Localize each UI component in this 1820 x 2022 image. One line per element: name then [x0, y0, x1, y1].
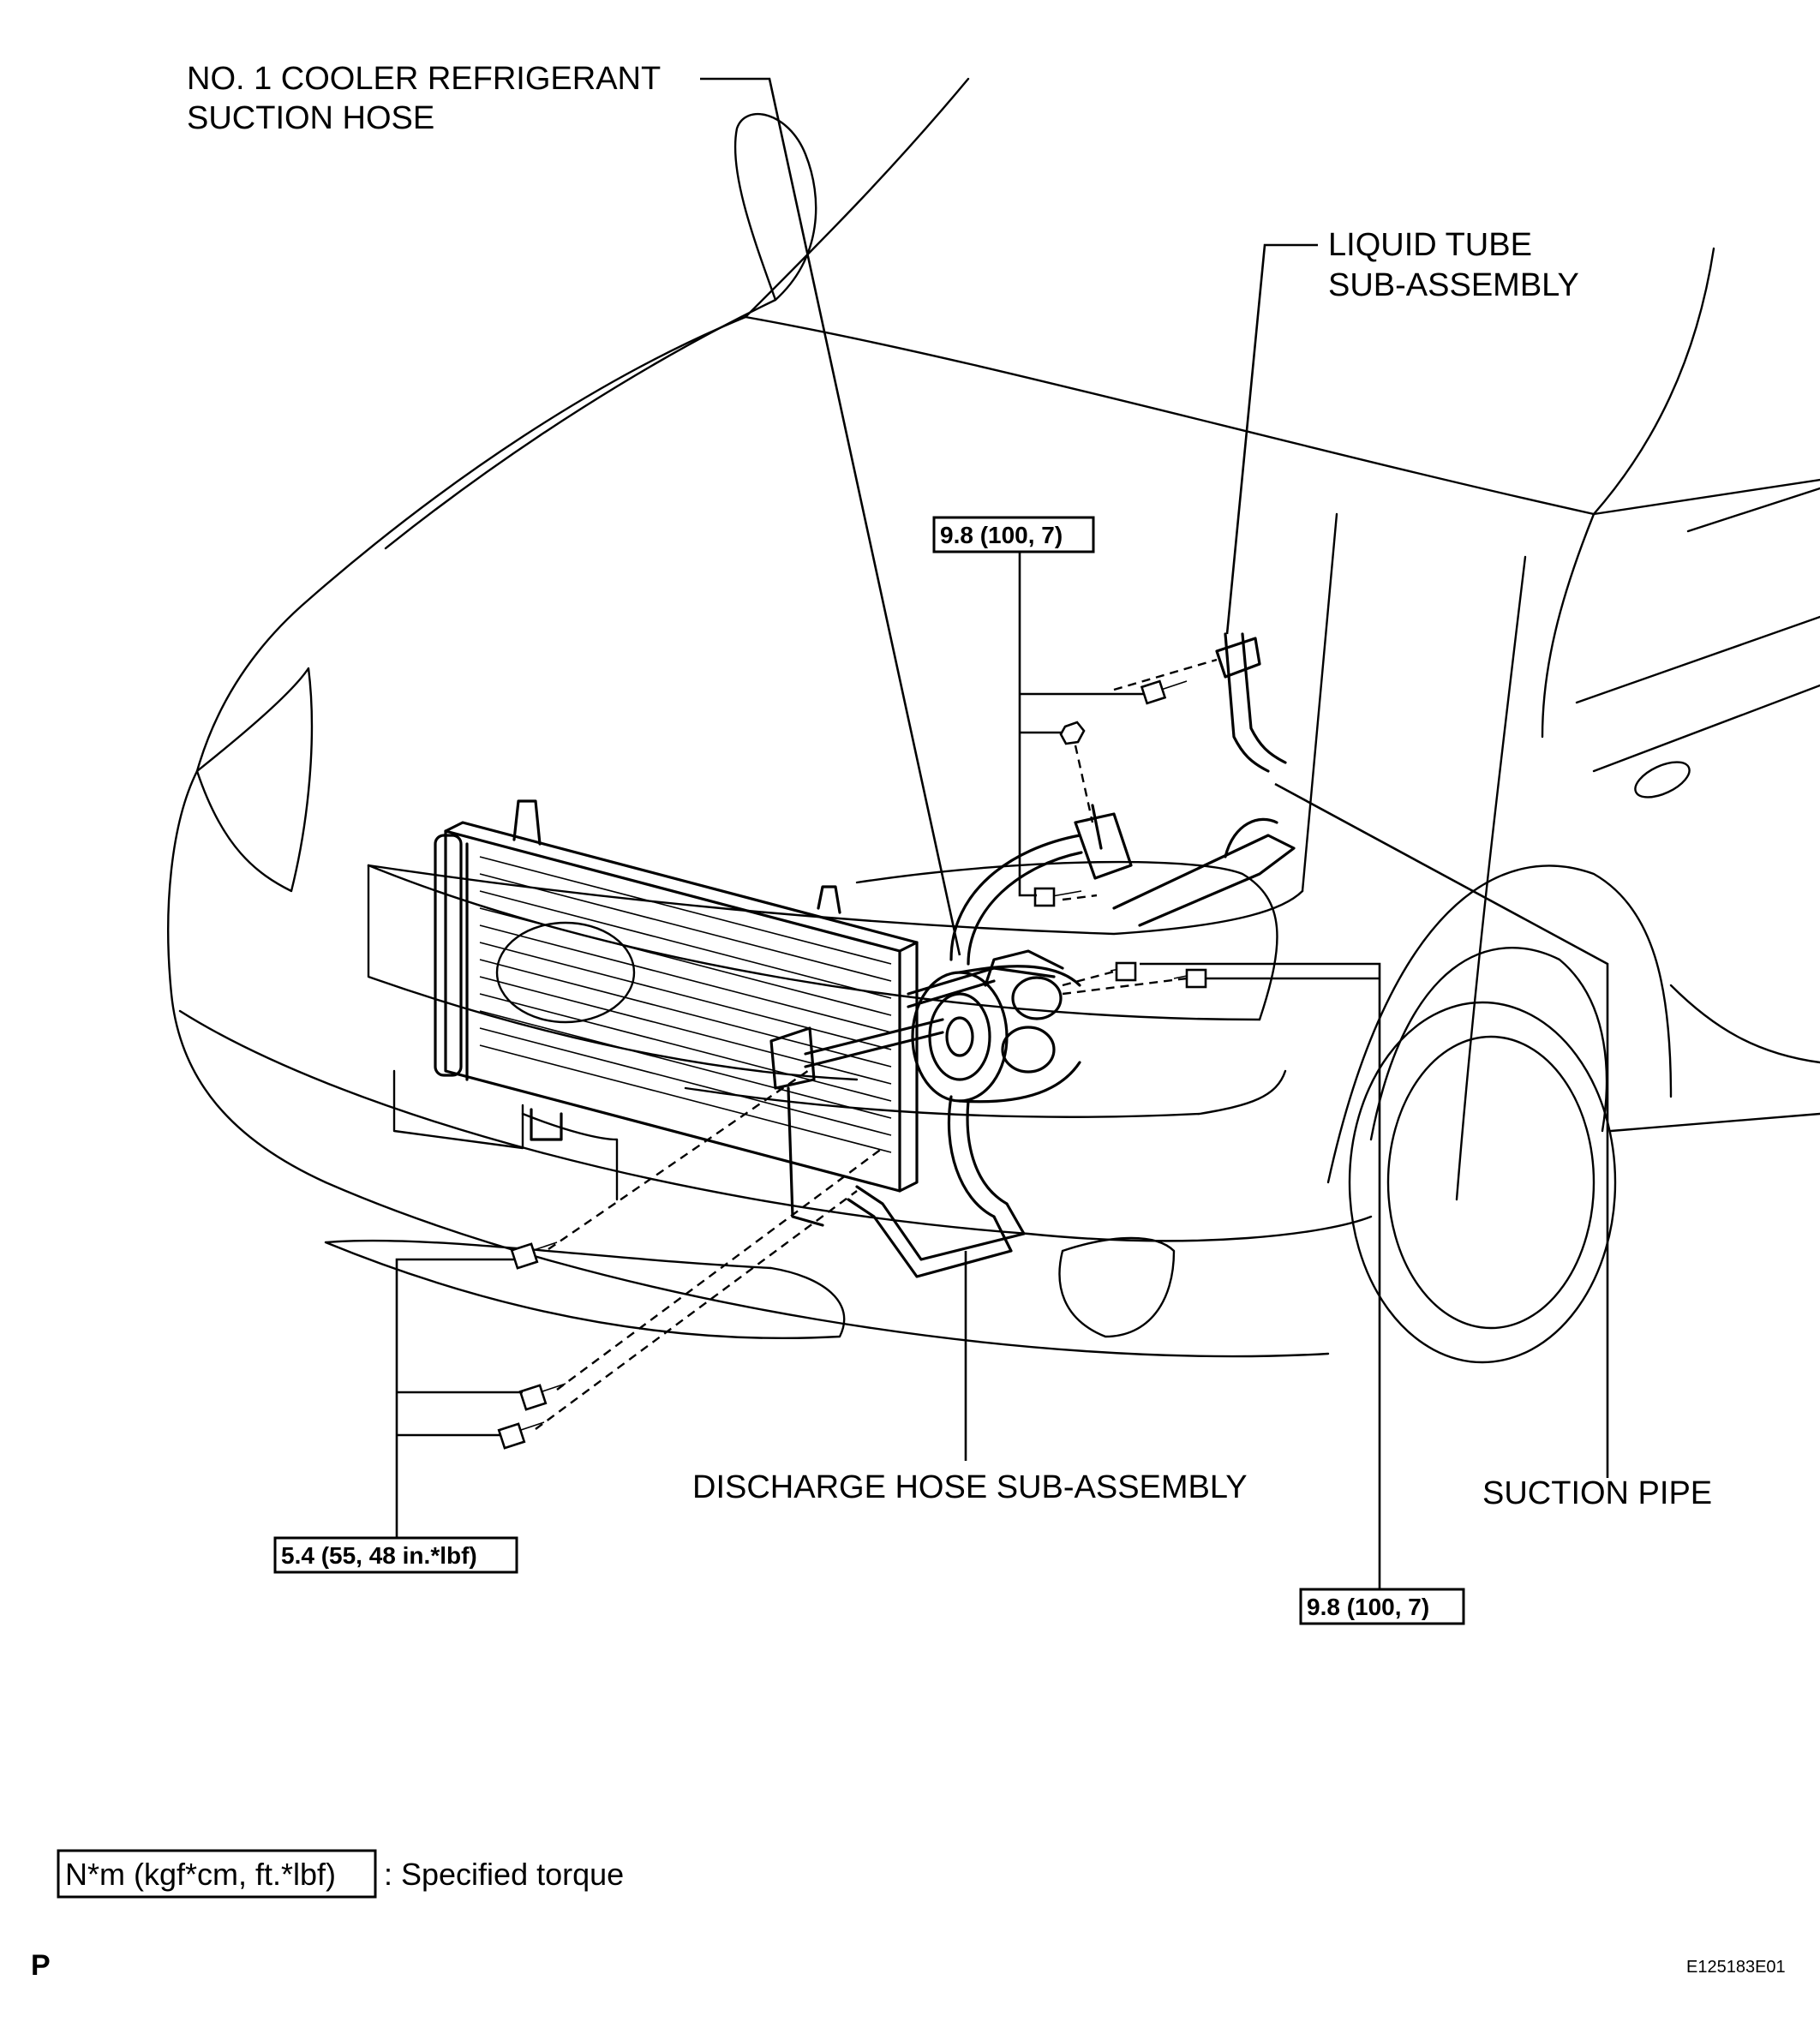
installation-axes: [535, 658, 1218, 1430]
label-cooler-hose-line2: SUCTION HOSE: [187, 100, 434, 136]
torque-value-upper: 9.8 (100, 7): [940, 522, 1063, 548]
torque-box-lower-left: 5.4 (55, 48 in.*lbf): [273, 1536, 518, 1574]
bolt-compressor-2: [1173, 968, 1207, 989]
label-suction-pipe: SUCTION PIPE: [1482, 1475, 1712, 1511]
bolt-upper-liquid-tube: [1140, 679, 1188, 705]
bolt-condenser-3: [497, 1421, 545, 1450]
compressor-assembly: [911, 949, 1081, 1104]
torque-value-lower-left: 5.4 (55, 48 in.*lbf): [281, 1542, 477, 1569]
condenser-assembly: [434, 799, 919, 1227]
fasteners: [497, 679, 1207, 1450]
torque-box-lower-right: 9.8 (100, 7): [1299, 1588, 1465, 1625]
legend-description: : Specified torque: [384, 1857, 624, 1892]
label-discharge-hose: DISCHARGE HOSE SUB-ASSEMBLY: [692, 1469, 1248, 1505]
leader-lines: [395, 77, 1609, 1589]
label-cooler-hose-line1: NO. 1 COOLER REFRIGERANT: [187, 61, 661, 97]
legend-units: N*m (kgf*cm, ft.*lbf): [65, 1857, 336, 1892]
bolt-middle-hose: [1033, 887, 1082, 907]
bolt-compressor-1: [1110, 961, 1137, 982]
label-liquid-tube-line2: SUB-ASSEMBLY: [1328, 267, 1579, 303]
torque-box-upper: 9.8 (100, 7): [932, 516, 1095, 553]
page-mark: P: [31, 1949, 51, 1982]
torque-legend: N*m (kgf*cm, ft.*lbf) : Specified torque: [57, 1849, 624, 1899]
figure-code: E125183E01: [1686, 1958, 1786, 1977]
refrigerant-lines: [804, 632, 1296, 1278]
bolt-condenser-2: [518, 1383, 566, 1411]
nut-upper: [1059, 721, 1086, 745]
condenser-fins: [479, 856, 892, 1153]
label-liquid-tube-line1: LIQUID TUBE: [1328, 227, 1532, 263]
car-body-outline: [167, 77, 1820, 1364]
torque-value-lower-right: 9.8 (100, 7): [1307, 1594, 1429, 1620]
bolt-condenser-1: [510, 1241, 558, 1270]
